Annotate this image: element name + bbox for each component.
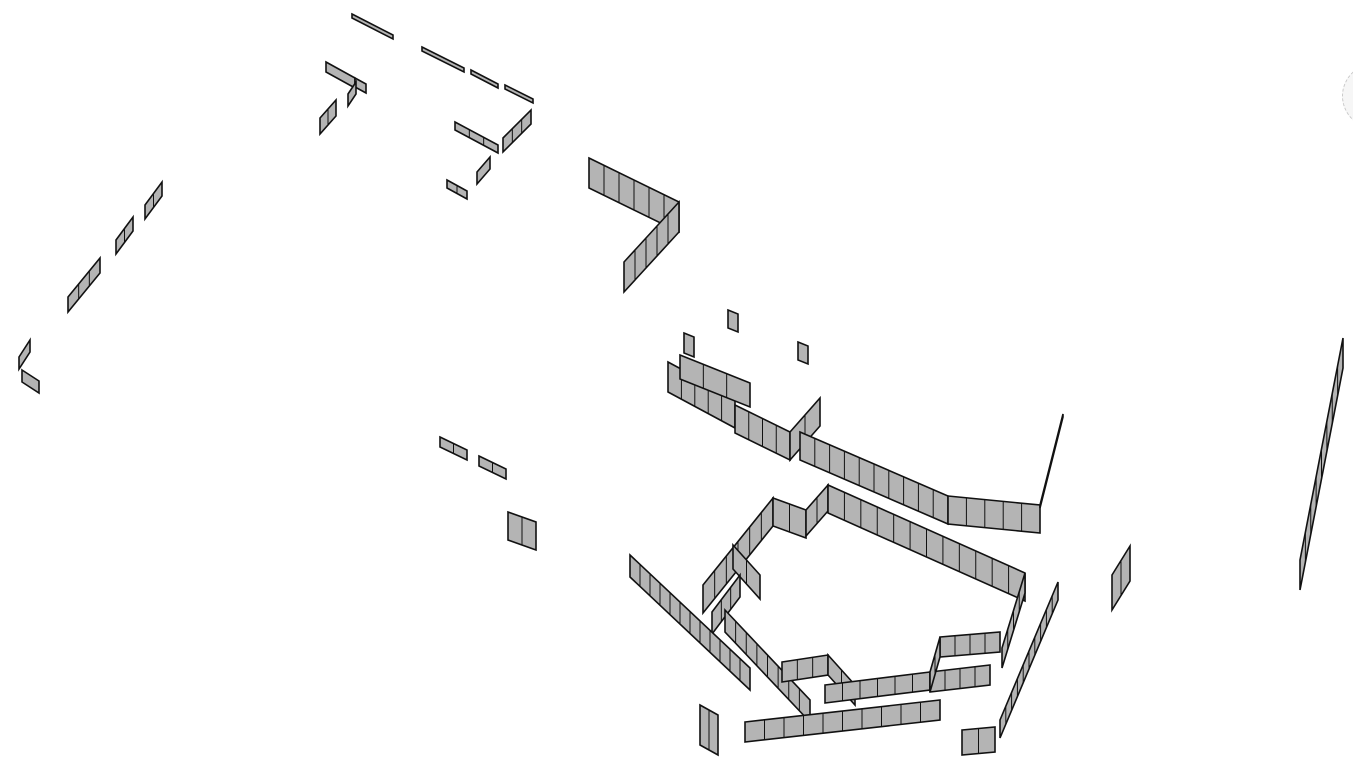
wall-panel[interactable] bbox=[504, 83, 534, 105]
wall-panel[interactable] bbox=[947, 495, 1041, 534]
wall-face bbox=[781, 654, 829, 683]
wall-panel[interactable] bbox=[478, 454, 507, 481]
wall-face bbox=[351, 12, 394, 41]
wall-panel[interactable] bbox=[805, 482, 829, 539]
wall-panel[interactable] bbox=[623, 199, 680, 295]
wall-panel[interactable] bbox=[961, 726, 996, 756]
wall-panel[interactable] bbox=[115, 214, 134, 257]
wall-panel[interactable] bbox=[939, 631, 1001, 658]
wall-panel[interactable] bbox=[727, 308, 739, 334]
wall-panel[interactable] bbox=[67, 255, 101, 315]
wall-face bbox=[470, 68, 499, 90]
wall-panel[interactable] bbox=[507, 510, 537, 552]
wall-panel[interactable] bbox=[734, 403, 791, 462]
wall-face bbox=[947, 495, 1041, 534]
wall-panel[interactable] bbox=[18, 337, 31, 372]
wall-panel[interactable] bbox=[21, 368, 40, 395]
wall-panel[interactable] bbox=[732, 542, 761, 602]
wall-face bbox=[727, 308, 739, 334]
wall-panel[interactable] bbox=[446, 178, 468, 201]
wall-panel[interactable] bbox=[1299, 337, 1344, 591]
wall-face bbox=[623, 199, 680, 295]
wall-face bbox=[454, 120, 499, 155]
wall-face bbox=[502, 108, 532, 154]
wall-panel[interactable] bbox=[351, 12, 394, 41]
wall-panel[interactable] bbox=[772, 496, 807, 540]
wall-panel[interactable] bbox=[629, 553, 751, 692]
wall-panel[interactable] bbox=[781, 654, 829, 683]
wall-panel[interactable] bbox=[999, 581, 1059, 739]
wall-panel[interactable] bbox=[1001, 572, 1026, 669]
wall-face bbox=[67, 255, 101, 315]
wall-panel[interactable] bbox=[827, 483, 1026, 603]
wall-face bbox=[347, 79, 357, 109]
wall-panel[interactable] bbox=[699, 703, 719, 757]
wall-face bbox=[683, 331, 695, 359]
wall-panel[interactable] bbox=[1039, 413, 1064, 509]
wall-face bbox=[476, 154, 491, 187]
wall-panel[interactable] bbox=[421, 45, 465, 74]
wall-panel[interactable] bbox=[439, 435, 468, 462]
wall-face bbox=[325, 60, 356, 90]
wall-face bbox=[1039, 413, 1064, 509]
wall-panel[interactable] bbox=[797, 340, 809, 366]
wall-panel[interactable] bbox=[744, 699, 941, 743]
wall-panel[interactable] bbox=[319, 97, 337, 137]
wall-face bbox=[797, 340, 809, 366]
wall-panel[interactable] bbox=[1111, 543, 1131, 613]
wall-panel[interactable] bbox=[929, 636, 941, 693]
wall-panel[interactable] bbox=[347, 79, 357, 109]
wall-face bbox=[504, 83, 534, 105]
wall-panel[interactable] bbox=[683, 331, 695, 359]
wall-panel[interactable] bbox=[476, 154, 491, 187]
wall-panel[interactable] bbox=[679, 353, 751, 409]
wall-panel[interactable] bbox=[711, 572, 741, 637]
wall-face bbox=[421, 45, 465, 74]
wall-face bbox=[18, 337, 31, 372]
wall-panel[interactable] bbox=[929, 664, 991, 693]
wall-panel[interactable] bbox=[470, 68, 499, 90]
wall-panel[interactable] bbox=[502, 108, 532, 154]
wall-panel[interactable] bbox=[144, 179, 163, 222]
wall-face bbox=[21, 368, 40, 395]
wall-panel[interactable] bbox=[325, 60, 356, 90]
wall-panel[interactable] bbox=[454, 120, 499, 155]
